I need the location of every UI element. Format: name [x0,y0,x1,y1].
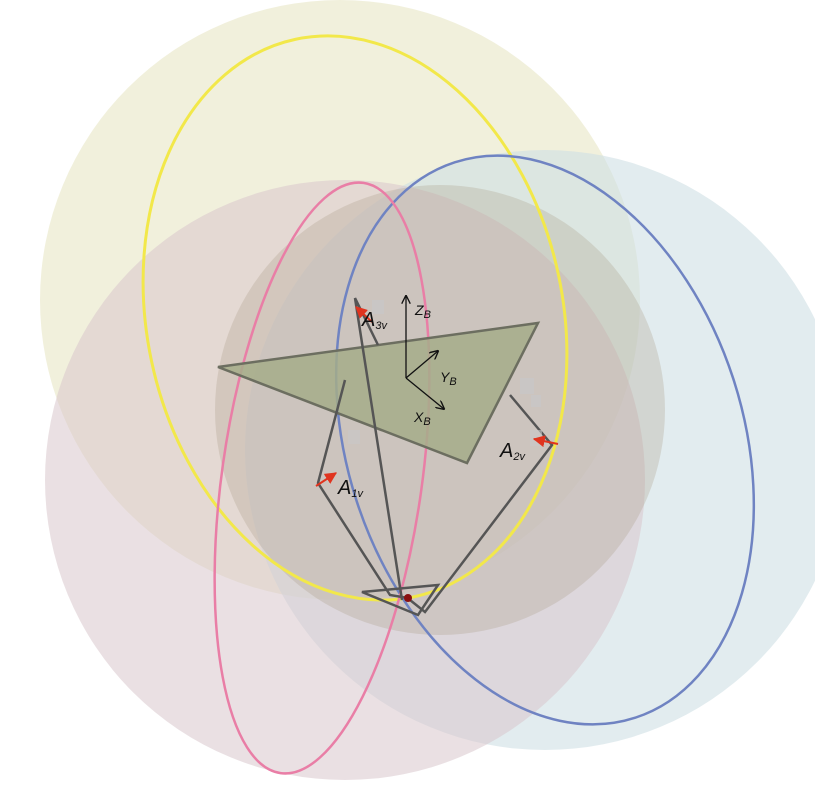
xb-axis-arrow [405,377,444,409]
a1v-arrow [315,472,338,487]
label-yb: YB [440,369,457,388]
leg-chain-1 [316,379,409,600]
label-a1v: A1v [337,477,364,500]
pink-ring [213,181,431,775]
label-zb: ZB [414,302,431,321]
label-a3v: A3v [361,309,388,332]
motor-block [372,300,384,314]
blue-ring [334,154,756,726]
center-point [404,594,412,602]
leg-chain-2 [409,394,554,614]
a3v-arrow [355,306,373,323]
motor-block [531,395,541,407]
yellow-ring [141,34,569,602]
motor-block [348,430,360,444]
yb-axis-arrow [405,351,438,379]
motor-block [530,430,542,446]
a2v-arrow [532,435,559,448]
motor-block [520,378,534,394]
label-xb: XB [413,409,431,428]
base-triangle [361,583,441,617]
leg-chain-3 [353,297,404,601]
label-a2v: A2v [499,440,526,463]
